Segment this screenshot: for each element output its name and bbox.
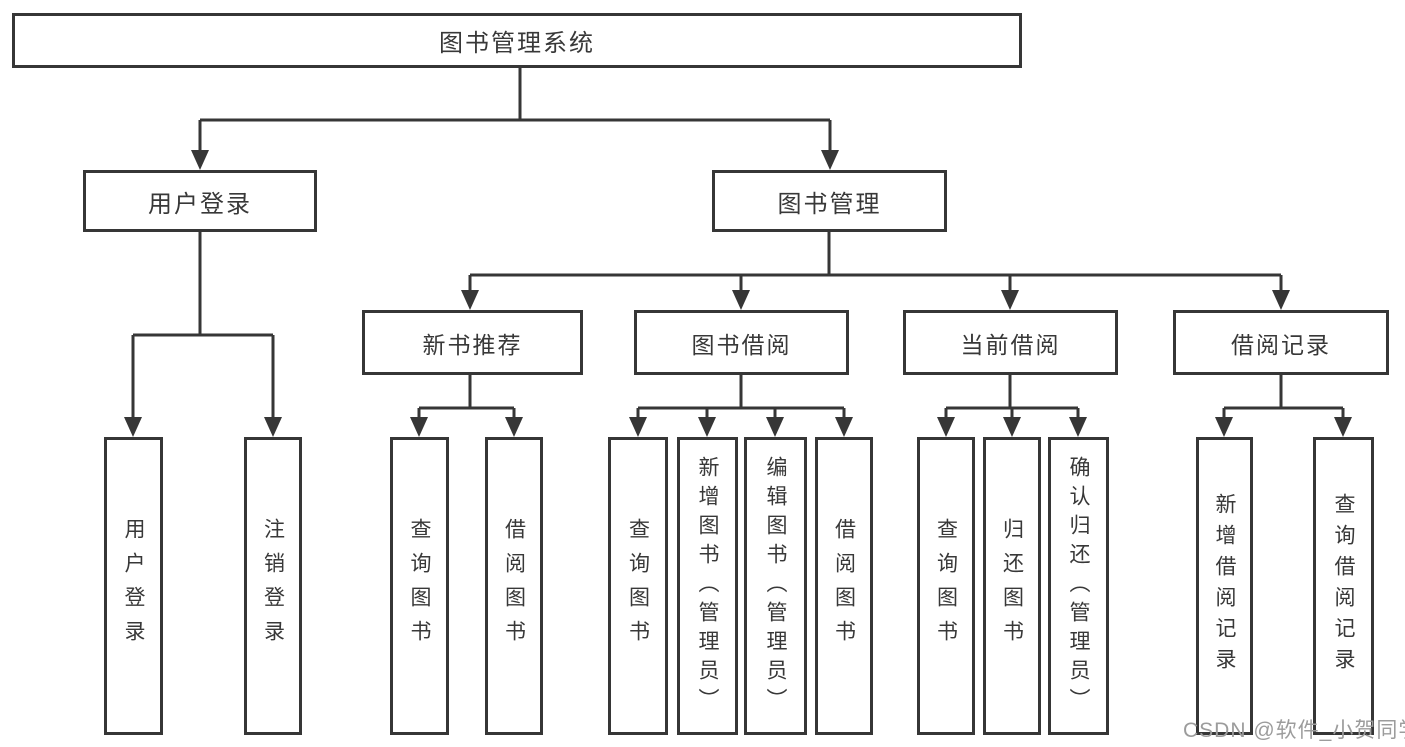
leaf-user-login-label: 用户登录 xyxy=(122,518,145,654)
leaf-logout-label: 注销登录 xyxy=(261,518,285,654)
leaf-query-books-borrow-label: 查询图书 xyxy=(626,518,650,654)
leaf-return-books-label: 归还图书 xyxy=(1000,518,1024,654)
node-current-borrowing-label: 当前借阅 xyxy=(960,331,1061,358)
node-root-library-system: 图书管理系统 xyxy=(12,13,1022,68)
arrow-heads xyxy=(124,150,1352,437)
node-borrowing-records-label: 借阅记录 xyxy=(1231,331,1331,358)
node-book-management-branch-label: 图书管理 xyxy=(777,190,882,218)
node-book-borrowing: 图书借阅 xyxy=(634,310,849,375)
leaf-borrow-books-recommend: 借阅图书 xyxy=(485,437,543,735)
node-user-login-branch-label: 用户登录 xyxy=(148,190,252,218)
node-current-borrowing: 当前借阅 xyxy=(903,310,1118,375)
leaf-borrow-books: 借阅图书 xyxy=(815,437,873,735)
leaf-borrow-books-recommend-label: 借阅图书 xyxy=(502,518,526,654)
node-root-label: 图书管理系统 xyxy=(439,30,595,57)
leaf-query-books-recommend-label: 查询图书 xyxy=(408,518,431,654)
node-borrowing-records: 借阅记录 xyxy=(1173,310,1389,375)
node-new-book-recommendation: 新书推荐 xyxy=(362,310,583,375)
node-new-book-recommendation-label: 新书推荐 xyxy=(422,331,523,358)
csdn-watermark: CSDN @软件_小贺同学 xyxy=(1183,719,1405,742)
leaf-borrow-books-label: 借阅图书 xyxy=(832,518,856,654)
leaf-query-books-current: 查询图书 xyxy=(917,437,975,735)
leaf-query-books-current-label: 查询图书 xyxy=(934,518,958,654)
leaf-edit-books-admin: 编辑图书（管理员） xyxy=(744,437,807,735)
connector-stems xyxy=(131,68,1345,420)
node-book-borrowing-label: 图书借阅 xyxy=(691,331,792,358)
leaf-confirm-return-admin: 确认归还（管理员） xyxy=(1048,437,1109,735)
leaf-user-login: 用户登录 xyxy=(104,437,163,735)
leaf-logout: 注销登录 xyxy=(244,437,302,735)
leaf-add-books-admin: 新增图书（管理员） xyxy=(677,437,738,735)
node-book-management-branch: 图书管理 xyxy=(712,170,947,232)
leaf-query-books-recommend: 查询图书 xyxy=(390,437,449,735)
leaf-return-books: 归还图书 xyxy=(983,437,1041,735)
leaf-query-borrow-record-label: 查询借阅记录 xyxy=(1332,493,1355,679)
node-user-login-branch: 用户登录 xyxy=(83,170,317,232)
leaf-add-borrow-record-label: 新增借阅记录 xyxy=(1213,493,1236,679)
leaf-edit-books-admin-label: 编辑图书（管理员） xyxy=(764,455,787,717)
leaf-query-borrow-record: 查询借阅记录 xyxy=(1313,437,1374,735)
leaf-query-books-borrow: 查询图书 xyxy=(608,437,668,735)
leaf-add-books-admin-label: 新增图书（管理员） xyxy=(696,455,719,717)
leaf-add-borrow-record: 新增借阅记录 xyxy=(1196,437,1253,735)
leaf-confirm-return-admin-label: 确认归还（管理员） xyxy=(1067,455,1090,717)
